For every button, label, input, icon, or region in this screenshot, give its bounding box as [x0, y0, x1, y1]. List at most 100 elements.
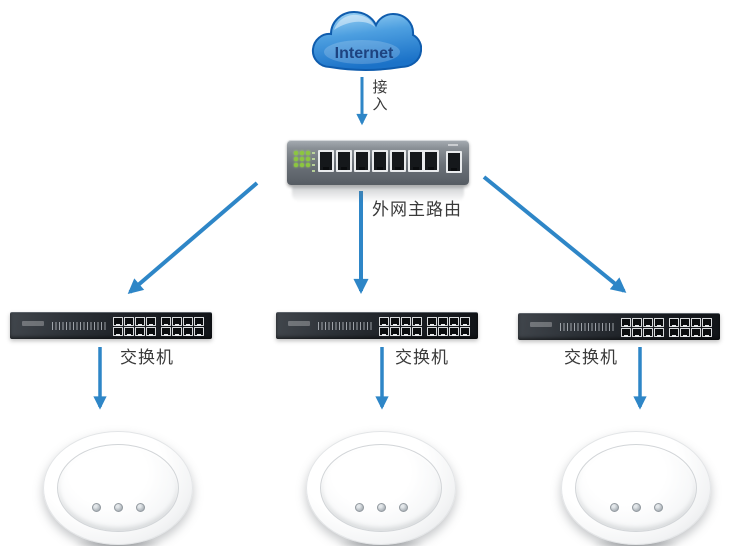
- rj45-port-icon: [621, 318, 631, 327]
- rj45-port-icon: [379, 317, 389, 326]
- switch-label-1: 交换机: [120, 348, 174, 367]
- rj45-port-icon: [336, 150, 352, 172]
- ap-body: [561, 431, 711, 545]
- ap-body: [306, 431, 456, 545]
- switch-led-strip-icon: [318, 322, 374, 330]
- switch-device-3: [518, 313, 720, 340]
- rj45-port-icon: [146, 317, 156, 326]
- rj45-port-icon: [124, 317, 134, 326]
- rj45-port-icon: [669, 328, 679, 337]
- ap-inner-ring: [57, 444, 179, 532]
- ap-highlight: [91, 463, 145, 499]
- rj45-port-icon: [654, 328, 664, 337]
- rj45-port-icon: [194, 327, 204, 336]
- ap-led-indicators: [321, 503, 441, 513]
- rj45-port-icon: [318, 150, 334, 172]
- rj45-port-icon: [654, 318, 664, 327]
- switch-ports: [379, 317, 470, 336]
- rj45-port-icon: [691, 318, 701, 327]
- rj45-port-icon: [91, 503, 101, 513]
- rj45-port-icon: [653, 503, 663, 513]
- rj45-port-icon: [412, 327, 422, 336]
- cloud-shape: [311, 10, 422, 71]
- router-wan-tag: [448, 144, 458, 146]
- router-uplink-port: [423, 150, 439, 172]
- rj45-port-icon: [194, 317, 204, 326]
- rj45-port-icon: [460, 327, 470, 336]
- rj45-port-icon: [438, 327, 448, 336]
- internet-label: Internet: [335, 45, 394, 62]
- ap-device-1: [43, 431, 193, 546]
- router-reflection: [292, 186, 464, 202]
- switch-brand-mark: [22, 321, 44, 326]
- router-led-strip-icon: [312, 152, 315, 174]
- rj45-port-icon: [412, 317, 422, 326]
- rj45-port-icon: [621, 328, 631, 337]
- switch-ports: [621, 318, 712, 337]
- rj45-port-icon: [408, 150, 424, 172]
- rj45-port-icon: [446, 151, 462, 173]
- rj45-port-icon: [376, 503, 386, 513]
- ap-highlight: [354, 463, 408, 499]
- rj45-port-icon: [449, 317, 459, 326]
- rj45-port-icon: [632, 328, 642, 337]
- rj45-port-icon: [390, 317, 400, 326]
- router-lan-ports: [318, 150, 424, 172]
- rj45-port-icon: [183, 317, 193, 326]
- rj45-port-icon: [113, 327, 123, 336]
- rj45-port-icon: [427, 317, 437, 326]
- router-led-grid-icon: [294, 151, 312, 169]
- rj45-port-icon: [172, 317, 182, 326]
- rj45-port-icon: [401, 327, 411, 336]
- rj45-port-icon: [643, 318, 653, 327]
- switch-device-2: [276, 312, 478, 339]
- rj45-port-icon: [632, 318, 642, 327]
- router-wan-port: [446, 151, 462, 173]
- rj45-port-icon: [438, 317, 448, 326]
- switch-brand-mark: [288, 321, 310, 326]
- rj45-port-icon: [135, 503, 145, 513]
- router-label: 外网主路由: [372, 200, 462, 219]
- switch-led-strip-icon: [560, 323, 616, 331]
- rj45-port-icon: [460, 317, 470, 326]
- rj45-port-icon: [172, 327, 182, 336]
- rj45-port-icon: [631, 503, 641, 513]
- ap-inner-ring: [575, 444, 697, 532]
- rj45-port-icon: [427, 327, 437, 336]
- rj45-port-icon: [379, 327, 389, 336]
- rj45-port-icon: [702, 318, 712, 327]
- ap-inner-ring: [320, 444, 442, 532]
- rj45-port-icon: [161, 317, 171, 326]
- rj45-port-icon: [124, 327, 134, 336]
- rj45-port-icon: [146, 327, 156, 336]
- ap-body: [43, 431, 193, 545]
- ap-device-2: [306, 431, 456, 546]
- rj45-port-icon: [135, 327, 145, 336]
- switch-led-strip-icon: [52, 322, 108, 330]
- rj45-port-icon: [398, 503, 408, 513]
- rj45-port-icon: [390, 327, 400, 336]
- ap-device-3: [561, 431, 711, 546]
- switch-brand-mark: [530, 322, 552, 327]
- rj45-port-icon: [680, 328, 690, 337]
- rj45-port-icon: [161, 327, 171, 336]
- rj45-port-icon: [609, 503, 619, 513]
- rj45-port-icon: [702, 328, 712, 337]
- router-device: [287, 140, 469, 185]
- ap-led-indicators: [58, 503, 178, 513]
- internet-cloud-icon: Internet: [311, 10, 422, 71]
- rj45-port-icon: [183, 327, 193, 336]
- switch-label-2: 交换机: [395, 348, 449, 367]
- switch-label-3: 交换机: [564, 348, 618, 367]
- rj45-port-icon: [390, 150, 406, 172]
- rj45-port-icon: [401, 317, 411, 326]
- rj45-port-icon: [423, 150, 439, 172]
- rj45-port-icon: [113, 503, 123, 513]
- rj45-port-icon: [691, 328, 701, 337]
- rj45-port-icon: [669, 318, 679, 327]
- switch-device-1: [10, 312, 212, 339]
- rj45-port-icon: [680, 318, 690, 327]
- rj45-port-icon: [354, 503, 364, 513]
- rj45-port-icon: [135, 317, 145, 326]
